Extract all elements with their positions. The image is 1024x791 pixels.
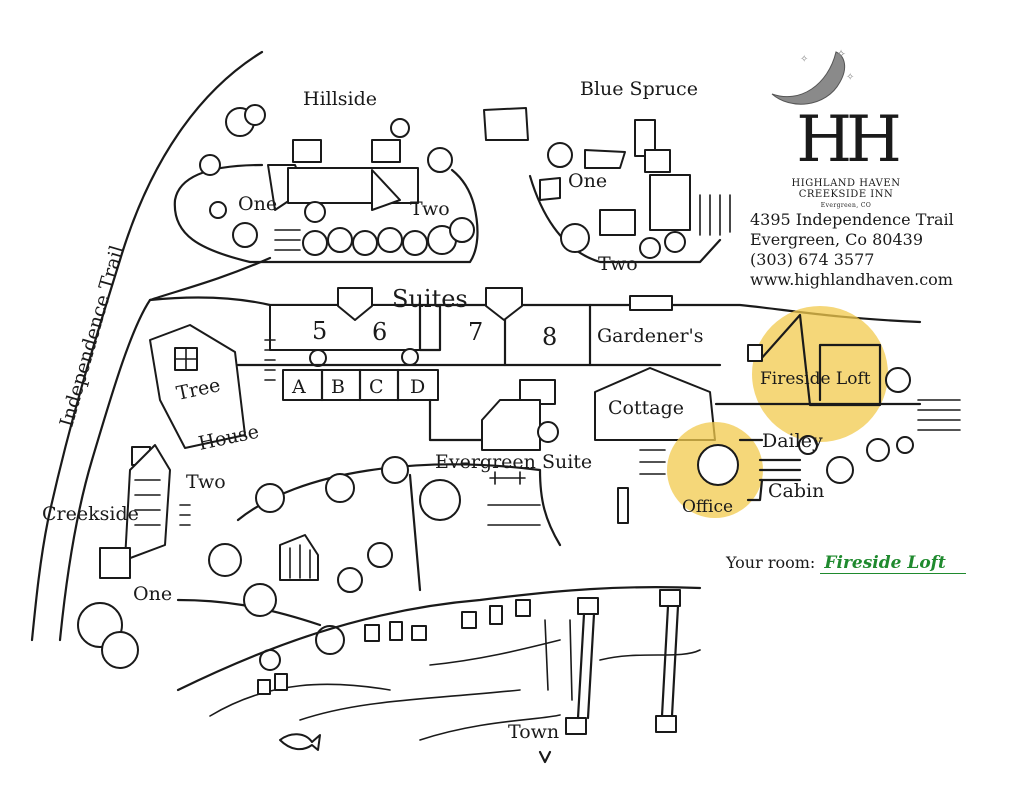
label-suites: Suites [392,285,468,313]
website-link[interactable]: www.highlandhaven.com [750,270,953,289]
independence-trail-road [30,50,272,642]
moon-stars-logo: ✧ ✧ ✧ [771,47,854,105]
label-dailey: Dailey [762,430,823,452]
label-office: Office [682,497,733,517]
phone-number: (303) 674 3577 [750,250,875,269]
logo-town: Evergreen, CO [820,202,872,209]
office-building [639,444,739,486]
label-suite-7: 7 [468,318,483,346]
label-suite-c: C [369,376,384,398]
label-creekside: Creekside [42,503,139,525]
dailey-cabin-building [738,435,914,502]
contact-block: 4395 Independence Trail Evergreen, Co 80… [750,210,1000,290]
label-blue-spruce-two: Two [598,253,638,275]
label-cottage: Cottage [608,397,684,419]
label-blue-spruce: Blue Spruce [580,78,698,100]
bridge-to-town [538,589,681,764]
label-suite-6: 6 [372,318,387,346]
fireside-loft-building [714,313,961,431]
star-icon: ✧ [836,47,846,61]
label-creekside-two: Two [186,471,226,493]
evergreen-suite-building [481,399,559,485]
blue-spruce-compound [483,107,731,264]
logo-name-line1: HIGHLAND HAVEN [791,178,901,189]
label-suite-b: B [331,376,345,398]
label-independence-trail: Independence Trail [56,243,129,429]
label-hillside-one: One [238,193,277,215]
label-gardeners: Gardener's [597,325,704,347]
star-icon: ✧ [800,54,808,65]
label-hillside: Hillside [303,88,377,110]
logo-name-line2: CREEKSIDE INN [798,189,894,200]
label-suite-8: 8 [542,323,557,351]
creekside-building [99,444,191,579]
star-icon: ✧ [846,72,854,83]
label-blue-spruce-one: One [568,170,607,192]
label-town: Town [508,721,559,743]
hillside-compound [173,104,479,264]
tree-house-building [149,324,246,449]
label-suite-d: D [410,376,425,398]
address-line2: Evergreen, Co 80439 [750,230,923,249]
logo-name: HIGHLAND HAVEN CREEKSIDE INN [786,178,906,200]
label-hillside-two: Two [410,198,450,220]
label-suite-a: A [291,376,306,398]
label-evergreen-suite: Evergreen Suite [435,451,592,473]
label-cabin: Cabin [768,480,824,502]
your-room-label: Your room: [726,553,816,572]
label-fireside-loft: Fireside Loft [760,369,871,389]
your-room-value: Fireside Loft [820,553,966,574]
logo-monogram: HH [796,103,902,177]
your-room-field: Your room: Fireside Loft [726,553,976,574]
label-suite-5: 5 [312,317,327,345]
garden-area [77,456,629,671]
label-creekside-one: One [133,583,172,605]
creek [176,586,702,751]
address-line1: 4395 Independence Trail [750,210,954,229]
suites-block [148,287,922,442]
